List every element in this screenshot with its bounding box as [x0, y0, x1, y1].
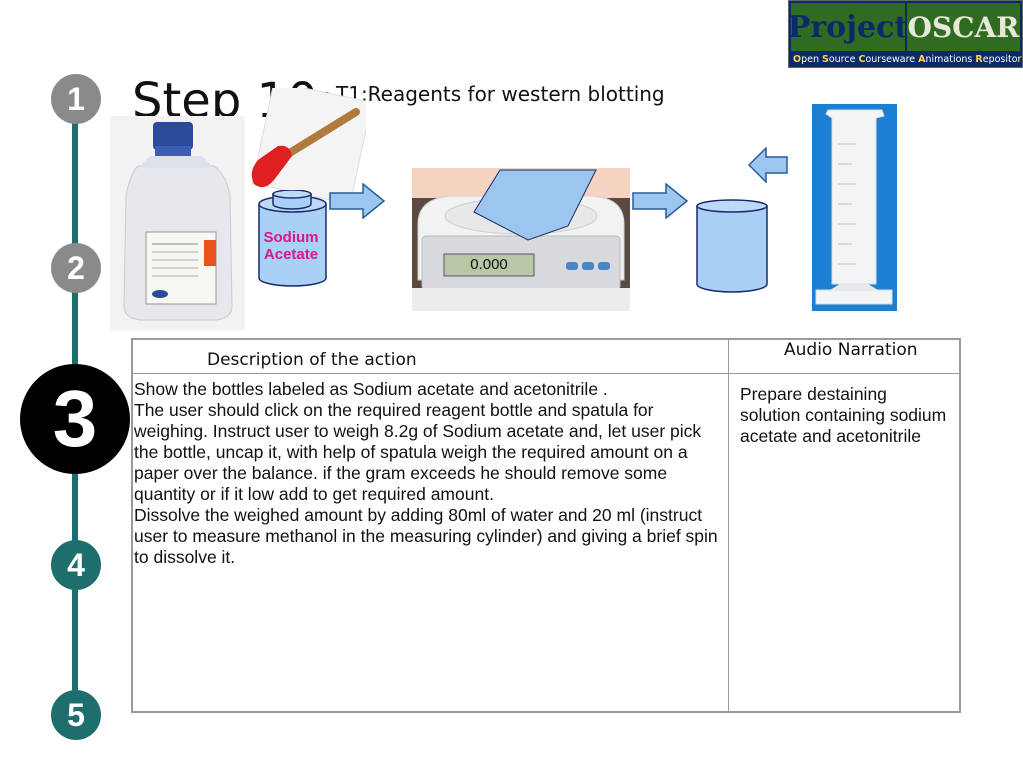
- arrow-right-icon: [632, 183, 688, 219]
- step-3-button-current[interactable]: 3: [20, 364, 130, 474]
- description-line: Show the bottles labeled as Sodium aceta…: [134, 379, 608, 399]
- column-divider: [728, 340, 729, 711]
- step-5-button[interactable]: 5: [51, 690, 101, 740]
- reagent-bottle-image[interactable]: [110, 116, 245, 330]
- arrow-left-icon: [748, 147, 788, 183]
- description-line: Dissolve the weighed amount by adding 80…: [134, 505, 718, 567]
- logo-oscar-text: OSCAR: [907, 1, 1022, 53]
- header-audio-narration: Audio Narration: [784, 340, 918, 360]
- description-of-action-text: Show the bottles labeled as Sodium aceta…: [134, 379, 726, 568]
- step-4-button[interactable]: 4: [51, 540, 101, 590]
- step-2-button[interactable]: 2: [51, 243, 101, 293]
- logo-project-text: Project: [788, 1, 908, 53]
- scale-readout-display: 0.000: [470, 256, 508, 273]
- logo-subtitle: Open Source Courseware Animations Reposi…: [789, 53, 1022, 67]
- header-divider: [133, 373, 959, 374]
- empty-beaker-image[interactable]: [694, 198, 770, 296]
- logo-top: Project OSCAR: [788, 1, 1022, 53]
- description-line: The user should click on the required re…: [134, 400, 702, 504]
- project-oscar-logo: Project OSCAR Open Source Courseware Ani…: [788, 0, 1023, 68]
- slide-subtitle: T1:Reagents for western blotting: [336, 82, 665, 106]
- sodium-acetate-label: Sodium Acetate: [263, 229, 319, 263]
- audio-narration-text: Prepare destaining solution containing s…: [740, 384, 947, 446]
- arrow-right-icon: [329, 183, 385, 219]
- weighing-balance-image[interactable]: [412, 168, 630, 311]
- header-description: Description of the action: [207, 350, 417, 370]
- step-1-button[interactable]: 1: [51, 74, 101, 124]
- action-narration-table: Description of the action Audio Narratio…: [131, 338, 961, 713]
- measuring-cylinder-image[interactable]: [812, 104, 897, 311]
- sodium-acetate-beaker[interactable]: [255, 190, 330, 290]
- spatula-image[interactable]: [248, 88, 366, 200]
